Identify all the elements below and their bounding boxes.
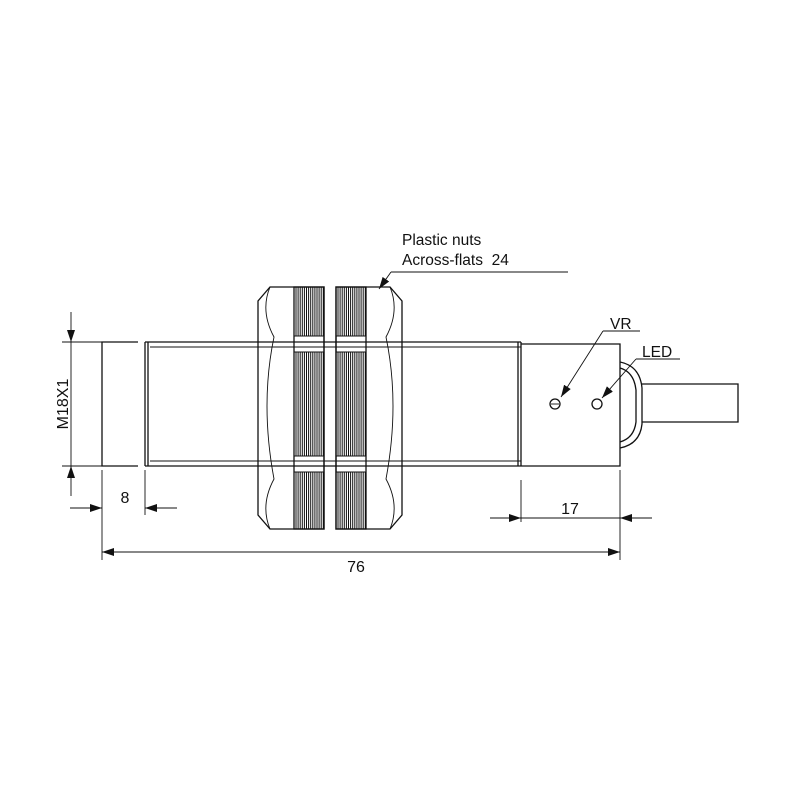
sensing-face xyxy=(101,341,138,467)
nut-right xyxy=(335,286,403,530)
nut-label-line2: Across-flats 24 xyxy=(402,252,509,269)
dim-rear-label: 17 xyxy=(561,501,579,518)
vr-label: VR xyxy=(610,316,632,333)
cable-gland xyxy=(619,361,643,449)
nut-label-line1: Plastic nuts xyxy=(402,232,482,249)
threaded-body xyxy=(144,341,522,467)
nut-leader xyxy=(378,271,568,290)
vr-trimmer-icon xyxy=(549,398,561,410)
nut-left xyxy=(257,286,325,530)
led-label: LED xyxy=(642,344,672,361)
dim-rear xyxy=(490,470,652,560)
led-indicator-icon xyxy=(591,398,603,410)
dim-thread xyxy=(62,312,138,496)
dim-total-label: 76 xyxy=(347,559,365,576)
dim-front xyxy=(70,470,177,560)
led-leader xyxy=(601,358,680,399)
dim-front-label: 8 xyxy=(121,490,130,507)
cable xyxy=(642,383,739,423)
vr-leader xyxy=(560,330,640,398)
thread-label: M18X1 xyxy=(55,379,72,430)
rear-housing xyxy=(521,343,621,467)
